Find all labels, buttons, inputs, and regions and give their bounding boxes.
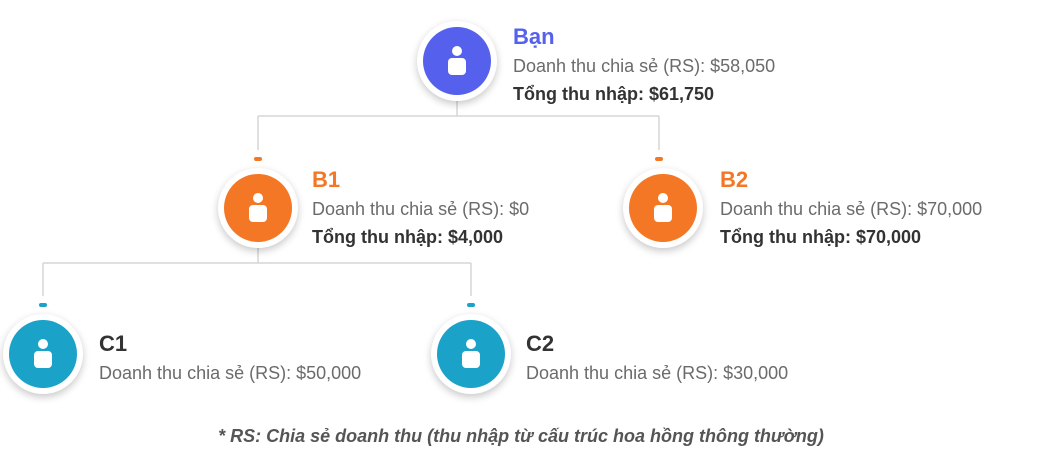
node-you-info: Bạn Doanh thu chia sẻ (RS): $58,050 Tổng… xyxy=(513,24,775,108)
node-c2-rs: Doanh thu chia sẻ (RS): $30,000 xyxy=(526,363,789,383)
node-c1-rs: Doanh thu chia sẻ (RS): $50,000 xyxy=(99,363,362,383)
node-you-rs: Doanh thu chia sẻ (RS): $58,050 xyxy=(513,56,776,76)
connector-dot-b1 xyxy=(254,157,262,161)
user-icon xyxy=(249,193,267,222)
user-icon xyxy=(448,46,466,75)
node-you-total: Tổng thu nhập: $61,750 xyxy=(513,84,715,104)
connector-dot-c1 xyxy=(39,303,47,307)
node-b1-name: B1 xyxy=(312,167,341,192)
node-b1-info: B1 Doanh thu chia sẻ (RS): $0 Tổng thu n… xyxy=(312,167,529,251)
footnote: * RS: Chia sẻ doanh thu (thu nhập từ cấu… xyxy=(218,426,824,446)
user-icon xyxy=(34,339,52,368)
node-b2-info: B2 Doanh thu chia sẻ (RS): $70,000 Tổng … xyxy=(720,167,982,251)
connector-dot-c2 xyxy=(467,303,475,307)
node-c2-name: C2 xyxy=(526,331,555,356)
node-you-name: Bạn xyxy=(513,24,555,49)
node-b2-name: B2 xyxy=(720,167,749,192)
node-b1-rs: Doanh thu chia sẻ (RS): $0 xyxy=(312,199,530,219)
node-you-avatar xyxy=(417,21,497,101)
node-c1-info: C1 Doanh thu chia sẻ (RS): $50,000 xyxy=(99,331,361,387)
node-c1-avatar xyxy=(3,314,83,394)
user-icon xyxy=(462,339,480,368)
node-b1-total: Tổng thu nhập: $4,000 xyxy=(312,227,504,247)
user-icon xyxy=(654,193,672,222)
node-b2-avatar xyxy=(623,168,703,248)
node-b1-avatar xyxy=(218,168,298,248)
node-c2-avatar xyxy=(431,314,511,394)
node-b2-rs: Doanh thu chia sẻ (RS): $70,000 xyxy=(720,199,983,219)
connector-dot-b2 xyxy=(655,157,663,161)
node-b2-total: Tổng thu nhập: $70,000 xyxy=(720,227,922,247)
node-c2-info: C2 Doanh thu chia sẻ (RS): $30,000 xyxy=(526,331,788,387)
node-c1-name: C1 xyxy=(99,331,128,356)
